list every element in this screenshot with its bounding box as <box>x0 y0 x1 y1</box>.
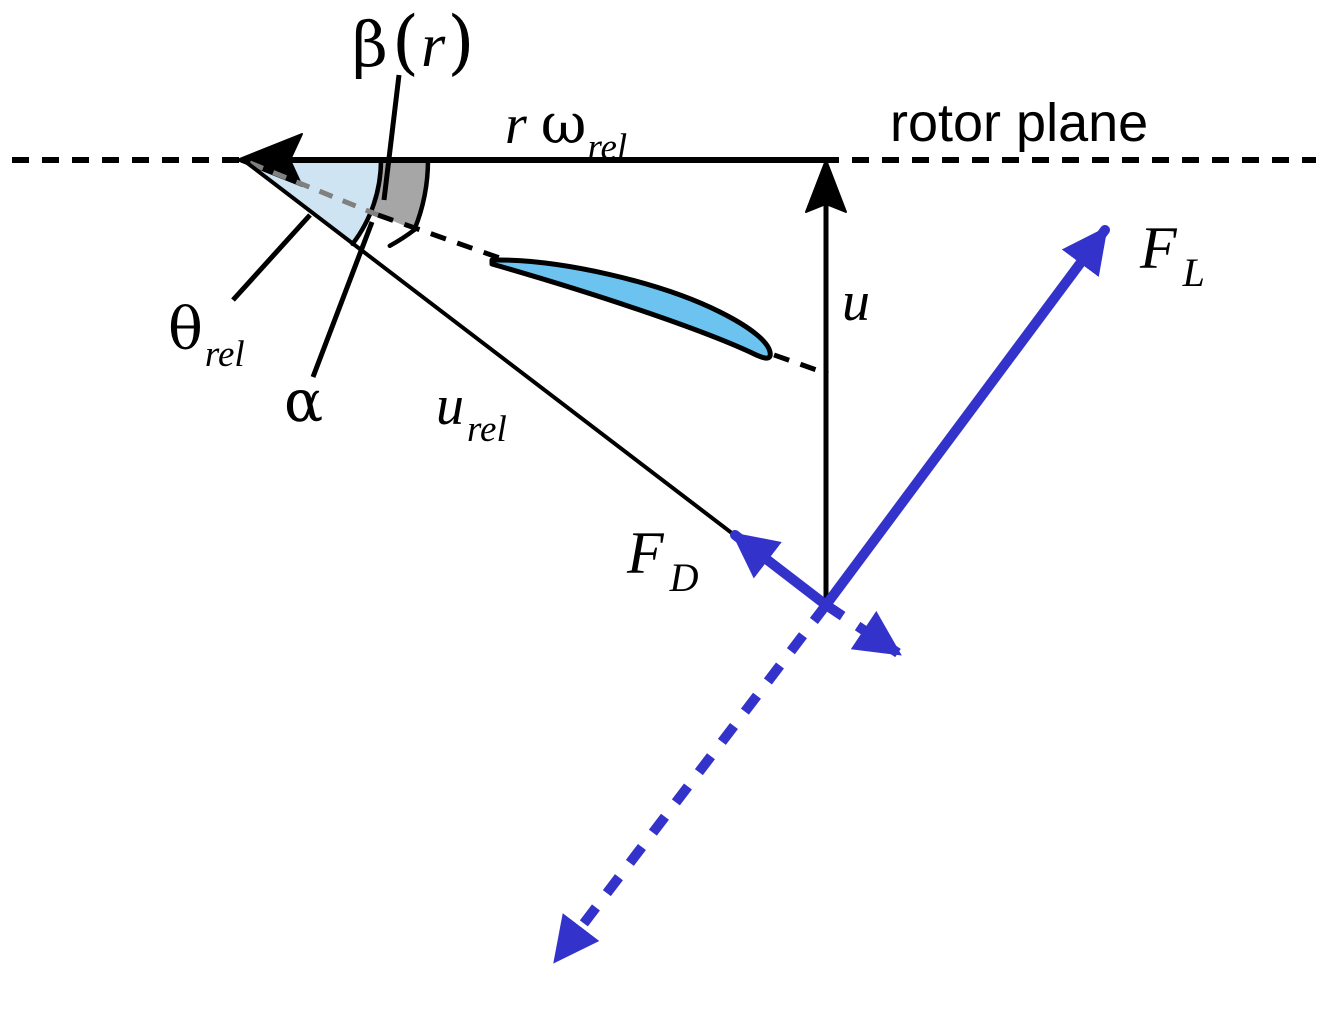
theta-rel-leader-line <box>231 213 312 302</box>
u-rel-label: urel <box>436 375 507 450</box>
u-rel-line <box>244 160 828 607</box>
beta-paren-open: ( <box>392 1 419 83</box>
u-vector-arrowhead <box>805 159 847 213</box>
theta-rel-sector <box>243 160 381 244</box>
r-omega-subscript: rel <box>587 127 627 168</box>
f-l-vector <box>821 225 1110 610</box>
f-l-main: F <box>1139 215 1178 281</box>
f-d-main: F <box>626 520 665 586</box>
u-rel-main: u <box>436 375 464 437</box>
theta-symbol: θ <box>168 295 203 363</box>
theta-rel-label: θrel <box>168 295 245 375</box>
omega-symbol: ω <box>541 92 587 157</box>
theta-rel-arc <box>350 157 384 247</box>
rotor-plane-label: rotor plane <box>890 93 1148 153</box>
f-d-subscript: D <box>669 555 699 600</box>
r-omega-r: r <box>505 94 527 156</box>
alpha-label: α <box>284 367 323 435</box>
alpha-leader-line <box>310 221 375 378</box>
beta-leader-line <box>381 74 402 201</box>
beta-arg: r <box>421 12 446 80</box>
beta-symbol: β <box>352 8 388 81</box>
f-d-reverse-vector <box>823 600 902 658</box>
beta-arc <box>412 157 431 233</box>
beta-label: β(r) <box>352 1 475 83</box>
f-l-subscript: L <box>1182 250 1205 295</box>
u-label: u <box>842 271 870 333</box>
f-d-vector <box>730 530 831 610</box>
u-rel-subscript: rel <box>467 409 507 450</box>
theta-rel-subscript: rel <box>205 334 245 375</box>
beta-paren-close: ) <box>447 1 474 83</box>
airfoil-section <box>489 257 773 361</box>
